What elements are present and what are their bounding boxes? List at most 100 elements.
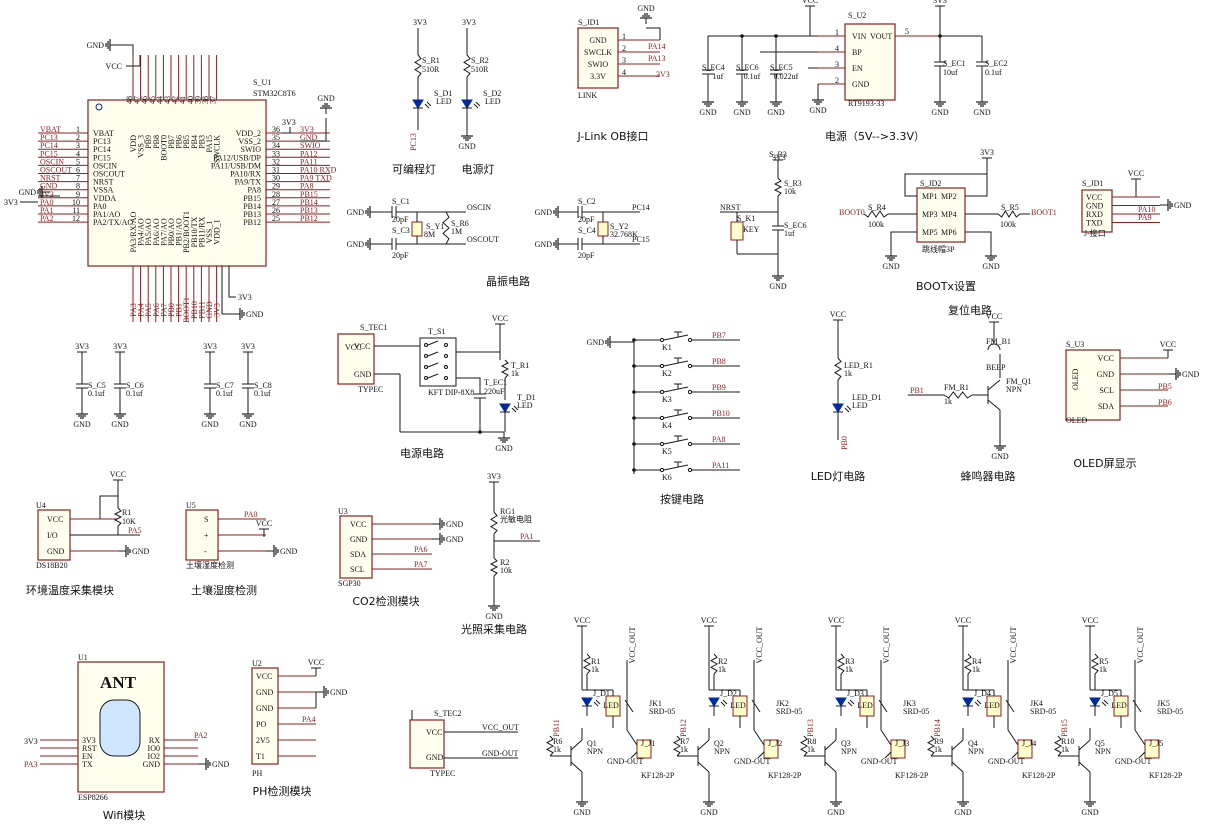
wire	[570, 739, 583, 751]
mcu-left-num: 10	[72, 198, 80, 207]
gnd-label: GND	[954, 808, 972, 817]
ldo-pin-right: VOUT	[870, 32, 892, 41]
junction	[740, 34, 744, 38]
wire	[951, 739, 964, 751]
xtal-net-pc15: PC15	[632, 235, 650, 244]
xtal-y1: S_Y1	[426, 222, 444, 231]
mcu-right-name: PB15	[243, 194, 261, 203]
relay-kf: KF128-2P	[1022, 771, 1056, 780]
led-symbol	[835, 697, 847, 707]
mcu-ref: S_U1	[253, 78, 271, 87]
relay-q: Q4	[968, 739, 978, 748]
boot-pin: MP2	[941, 192, 957, 201]
mcu-right-name: VDD_2	[236, 129, 261, 138]
relay-q: Q1	[587, 739, 597, 748]
ds18b20-pin: VCC	[47, 515, 63, 524]
mcu-right-net: SWIO	[300, 141, 321, 150]
reset-c: S_EC6	[784, 221, 807, 230]
wire	[1138, 751, 1146, 759]
wifi-pin-left: RST	[82, 744, 97, 753]
power-label: VCC	[110, 470, 126, 479]
wire	[753, 729, 765, 746]
gnd-label: GND	[87, 41, 105, 50]
v33-label-right: 3V3	[282, 118, 296, 127]
wifi-pin-right: IO2	[148, 752, 160, 761]
mcu-left-name: OSCOUT	[93, 170, 125, 179]
caption-reset: 复位电路	[948, 303, 992, 317]
mcu-left-name: PC14	[93, 145, 111, 154]
gnd-label: GND	[330, 688, 348, 697]
sw-contact	[424, 376, 428, 380]
mcu-right-name: PA12/USB/DP	[213, 153, 261, 162]
mcu-top-name: VDD	[129, 135, 138, 153]
gnd-label: GND	[495, 444, 513, 453]
relay-jk: JK3	[903, 699, 916, 708]
caption-led_circuit: LED灯电路	[811, 470, 866, 483]
wire	[511, 407, 517, 413]
decap-value: 0.1uf	[216, 389, 233, 398]
light-rg-v: 光敏电阻	[500, 514, 532, 524]
gnd-label: GND	[767, 108, 785, 117]
caption-power_supply: 电源（5V-->3.3V）	[825, 129, 925, 143]
mcu-right-num: 26	[272, 206, 280, 215]
ldo-cap-value: 1uf	[713, 72, 724, 81]
wire	[904, 166, 988, 197]
mcu-right-name: VSS_2	[238, 137, 261, 146]
wire	[672, 735, 682, 757]
wire	[595, 699, 601, 705]
mcu-right-net: GND	[300, 133, 318, 142]
oled-pin: SDA	[1098, 402, 1114, 411]
mcu-left-num: 6	[76, 166, 80, 175]
mcu-bottom-net: GND	[205, 301, 214, 319]
light-rg: RG1	[500, 507, 515, 516]
key-ref: K1	[662, 343, 672, 352]
wire	[1134, 729, 1146, 746]
mcu-left-name: VDDA	[93, 194, 116, 203]
relay-terminal	[1017, 739, 1033, 759]
boot-ref: S_JD2	[920, 179, 941, 188]
mcu-right-name: PB13	[243, 210, 261, 219]
caption-prog_led: 可编程灯	[392, 162, 436, 176]
uart-net-0: PA10	[1138, 205, 1156, 214]
wire	[963, 653, 973, 675]
mcu-top-name: BOOT0	[159, 135, 168, 161]
wifi-pin-right: IO0	[148, 744, 160, 753]
v33-label: 3V3	[238, 293, 252, 302]
co2-part: SGP30	[338, 579, 361, 588]
decap-value: 0.1uf	[88, 389, 105, 398]
wire	[473, 103, 479, 109]
uart-ref: S_JD1	[1082, 179, 1103, 188]
wire	[570, 761, 583, 773]
relay-srd: SRD-05	[1157, 707, 1183, 716]
key-contact	[687, 363, 693, 369]
wire	[847, 701, 853, 707]
wifi-pin-left: 3V3	[82, 736, 96, 745]
mcu-left-num: 5	[76, 157, 80, 166]
xtal-c-v1: 20pF	[392, 215, 409, 224]
ph-pin: T1	[256, 752, 265, 761]
wifi-pin-right: RX	[149, 736, 160, 745]
wire	[300, 118, 327, 142]
junction	[478, 430, 482, 434]
wire	[593, 701, 599, 707]
wire	[228, 266, 236, 298]
key-net: PB8	[712, 357, 726, 366]
relay-srd: SRD-05	[903, 707, 929, 716]
relay-q-v: NPN	[841, 747, 857, 756]
caption-power_circuit: 电源电路	[400, 446, 444, 460]
mcu-left-net: OSCIN	[40, 157, 64, 166]
wire	[697, 761, 710, 773]
boot-net-1: BOOT1	[1031, 208, 1057, 217]
light-r-v: 10k	[500, 566, 512, 575]
mcu-bottom-net: 3V3	[213, 303, 222, 317]
mcu-right-net: PB15	[300, 190, 318, 199]
mcu-right-net: PB13	[300, 206, 318, 215]
caption-soil: 土壤湿度检测	[191, 583, 257, 597]
wire	[490, 511, 498, 535]
xtal-r6-v: 1M	[451, 227, 462, 236]
oled-label: OLED	[1066, 416, 1088, 425]
relay-r2-v: 1k	[934, 745, 942, 754]
gnd-label: GND	[73, 420, 91, 429]
tec1-type: TYPEC	[358, 385, 383, 394]
relay-led-ref: J_D3	[847, 689, 864, 698]
